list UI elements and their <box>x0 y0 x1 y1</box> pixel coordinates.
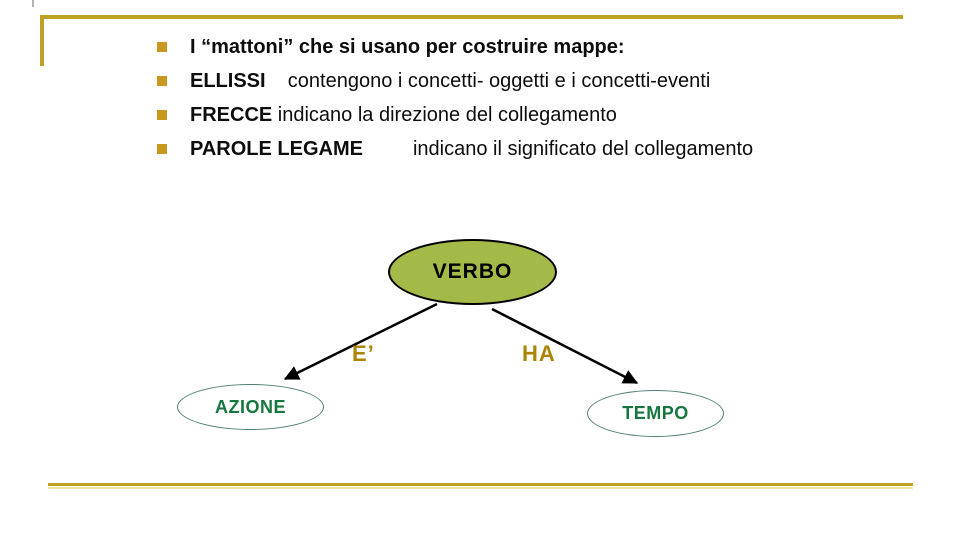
template-corner-mark <box>32 0 34 7</box>
bullet-list: I “mattoni” che si usano per costruire m… <box>157 33 777 169</box>
bullet-rest-text: indicano la direzione del collegamento <box>272 104 617 126</box>
bullet-text: PAROLE LEGAME indicano il significato de… <box>190 135 765 163</box>
bullet-square-icon <box>157 144 167 154</box>
bullet-text: I “mattoni” che si usano per costruire m… <box>190 33 765 61</box>
arrow-verbo-to-tempo <box>491 307 639 385</box>
top-horizontal-rule <box>40 15 903 19</box>
bullet-rest-text: indicano il significato del collegamento <box>362 138 754 160</box>
diagram-node-tempo: TEMPO <box>587 390 724 437</box>
bullet-lead-text: PAROLE LEGAME <box>190 138 363 160</box>
bottom-horizontal-rule-shadow <box>48 487 913 489</box>
diagram-node-verbo: VERBO <box>388 239 557 305</box>
bullet-item-frecce: FRECCE indicano la direzione del collega… <box>157 101 777 129</box>
diagram-edge-label-ha: HA <box>522 341 556 366</box>
diagram-node-azione: AZIONE <box>177 384 324 430</box>
bullet-rest-text: contengono i concetti- oggetti e i conce… <box>265 70 711 92</box>
bullet-square-icon <box>157 76 167 86</box>
bottom-horizontal-rule <box>48 483 913 486</box>
bullet-text: ELLISSI contengono i concetti- oggetti e… <box>190 67 765 95</box>
bullet-square-icon <box>157 42 167 52</box>
bullet-lead-text: I “mattoni” che si usano per costruire m… <box>190 36 625 58</box>
bullet-item-parole-legame: PAROLE LEGAME indicano il significato de… <box>157 135 777 163</box>
bullet-lead-text: ELLISSI <box>190 70 266 92</box>
diagram-edge-label-e: E’ <box>352 341 375 366</box>
bullet-lead-text: FRECCE <box>190 104 273 126</box>
left-corner-rule <box>40 15 44 66</box>
bullet-item-mattoni: I “mattoni” che si usano per costruire m… <box>157 33 777 61</box>
bullet-text: FRECCE indicano la direzione del collega… <box>190 101 765 129</box>
bullet-square-icon <box>157 110 167 120</box>
bullet-item-ellissi: ELLISSI contengono i concetti- oggetti e… <box>157 67 777 95</box>
